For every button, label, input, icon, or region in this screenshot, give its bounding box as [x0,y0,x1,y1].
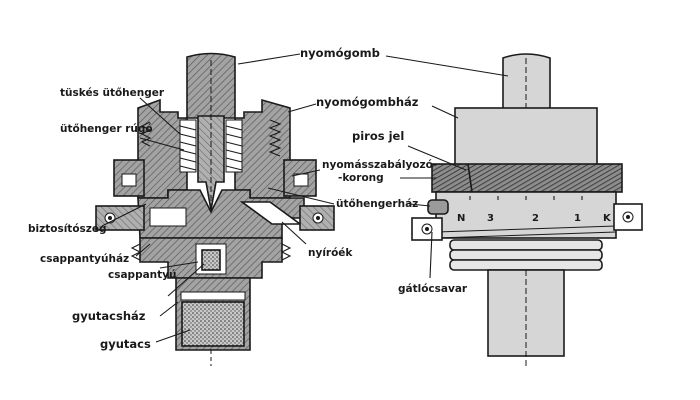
label-biztositoszeg: biztosítószeg [28,223,107,235]
lower-body-exterior [487,269,565,366]
scale-n: N [457,213,465,224]
exterior-view: N 3 2 1 K [411,53,643,366]
thread-rings-exterior [449,239,603,271]
labels: nyomógomb tüskés ütőhenger nyomógombház … [28,46,468,351]
push-button-exterior [502,53,551,113]
cap-housing-section [130,237,292,279]
pressure-regulator-disk-section [113,159,317,197]
scale-1: 1 [574,213,581,224]
striker-spring-section [179,119,243,173]
spiked-striker-section [197,60,225,211]
striker-housing-section [137,189,305,239]
scale-2: 2 [532,213,539,224]
label-csappantyuhaz: csappantyúház [40,253,129,265]
label-nyomogomb: nyomógomb [300,46,380,60]
striker-housing-exterior [411,191,643,241]
label-nyiroek: nyíróék [308,247,353,259]
label-nyomogombhaz: nyomógombház [316,95,419,109]
label-utohenger-rugo: ütőhenger rúgó [60,123,153,135]
label-gatlocsavar: gátlócsavar [398,283,468,295]
label-tuskes-utohenger: tüskés ütőhenger [60,87,165,99]
section-view [95,52,335,366]
push-button-section [186,52,236,119]
label-gyutacshaz: gyutacsház [72,309,146,323]
label-nyomasszabalyozo-line1: nyomásszabályozó- [322,159,437,171]
label-gyutacs: gyutacs [100,337,151,351]
housing-threads [140,119,282,157]
scale-3: 3 [487,213,494,224]
label-utohengerhaz: ütőhengerház [336,198,418,210]
leader-lines [101,53,509,343]
label-nyomasszabalyozo-line2: -korong [338,172,384,184]
label-csappantyu: csappantyú [108,269,177,281]
label-piros-jel: piros jel [352,129,404,143]
scale-k: K [603,213,612,224]
fuze-housing-section [175,277,251,366]
scale-marks: N 3 2 1 K [457,213,612,224]
push-button-housing-exterior [454,107,598,171]
